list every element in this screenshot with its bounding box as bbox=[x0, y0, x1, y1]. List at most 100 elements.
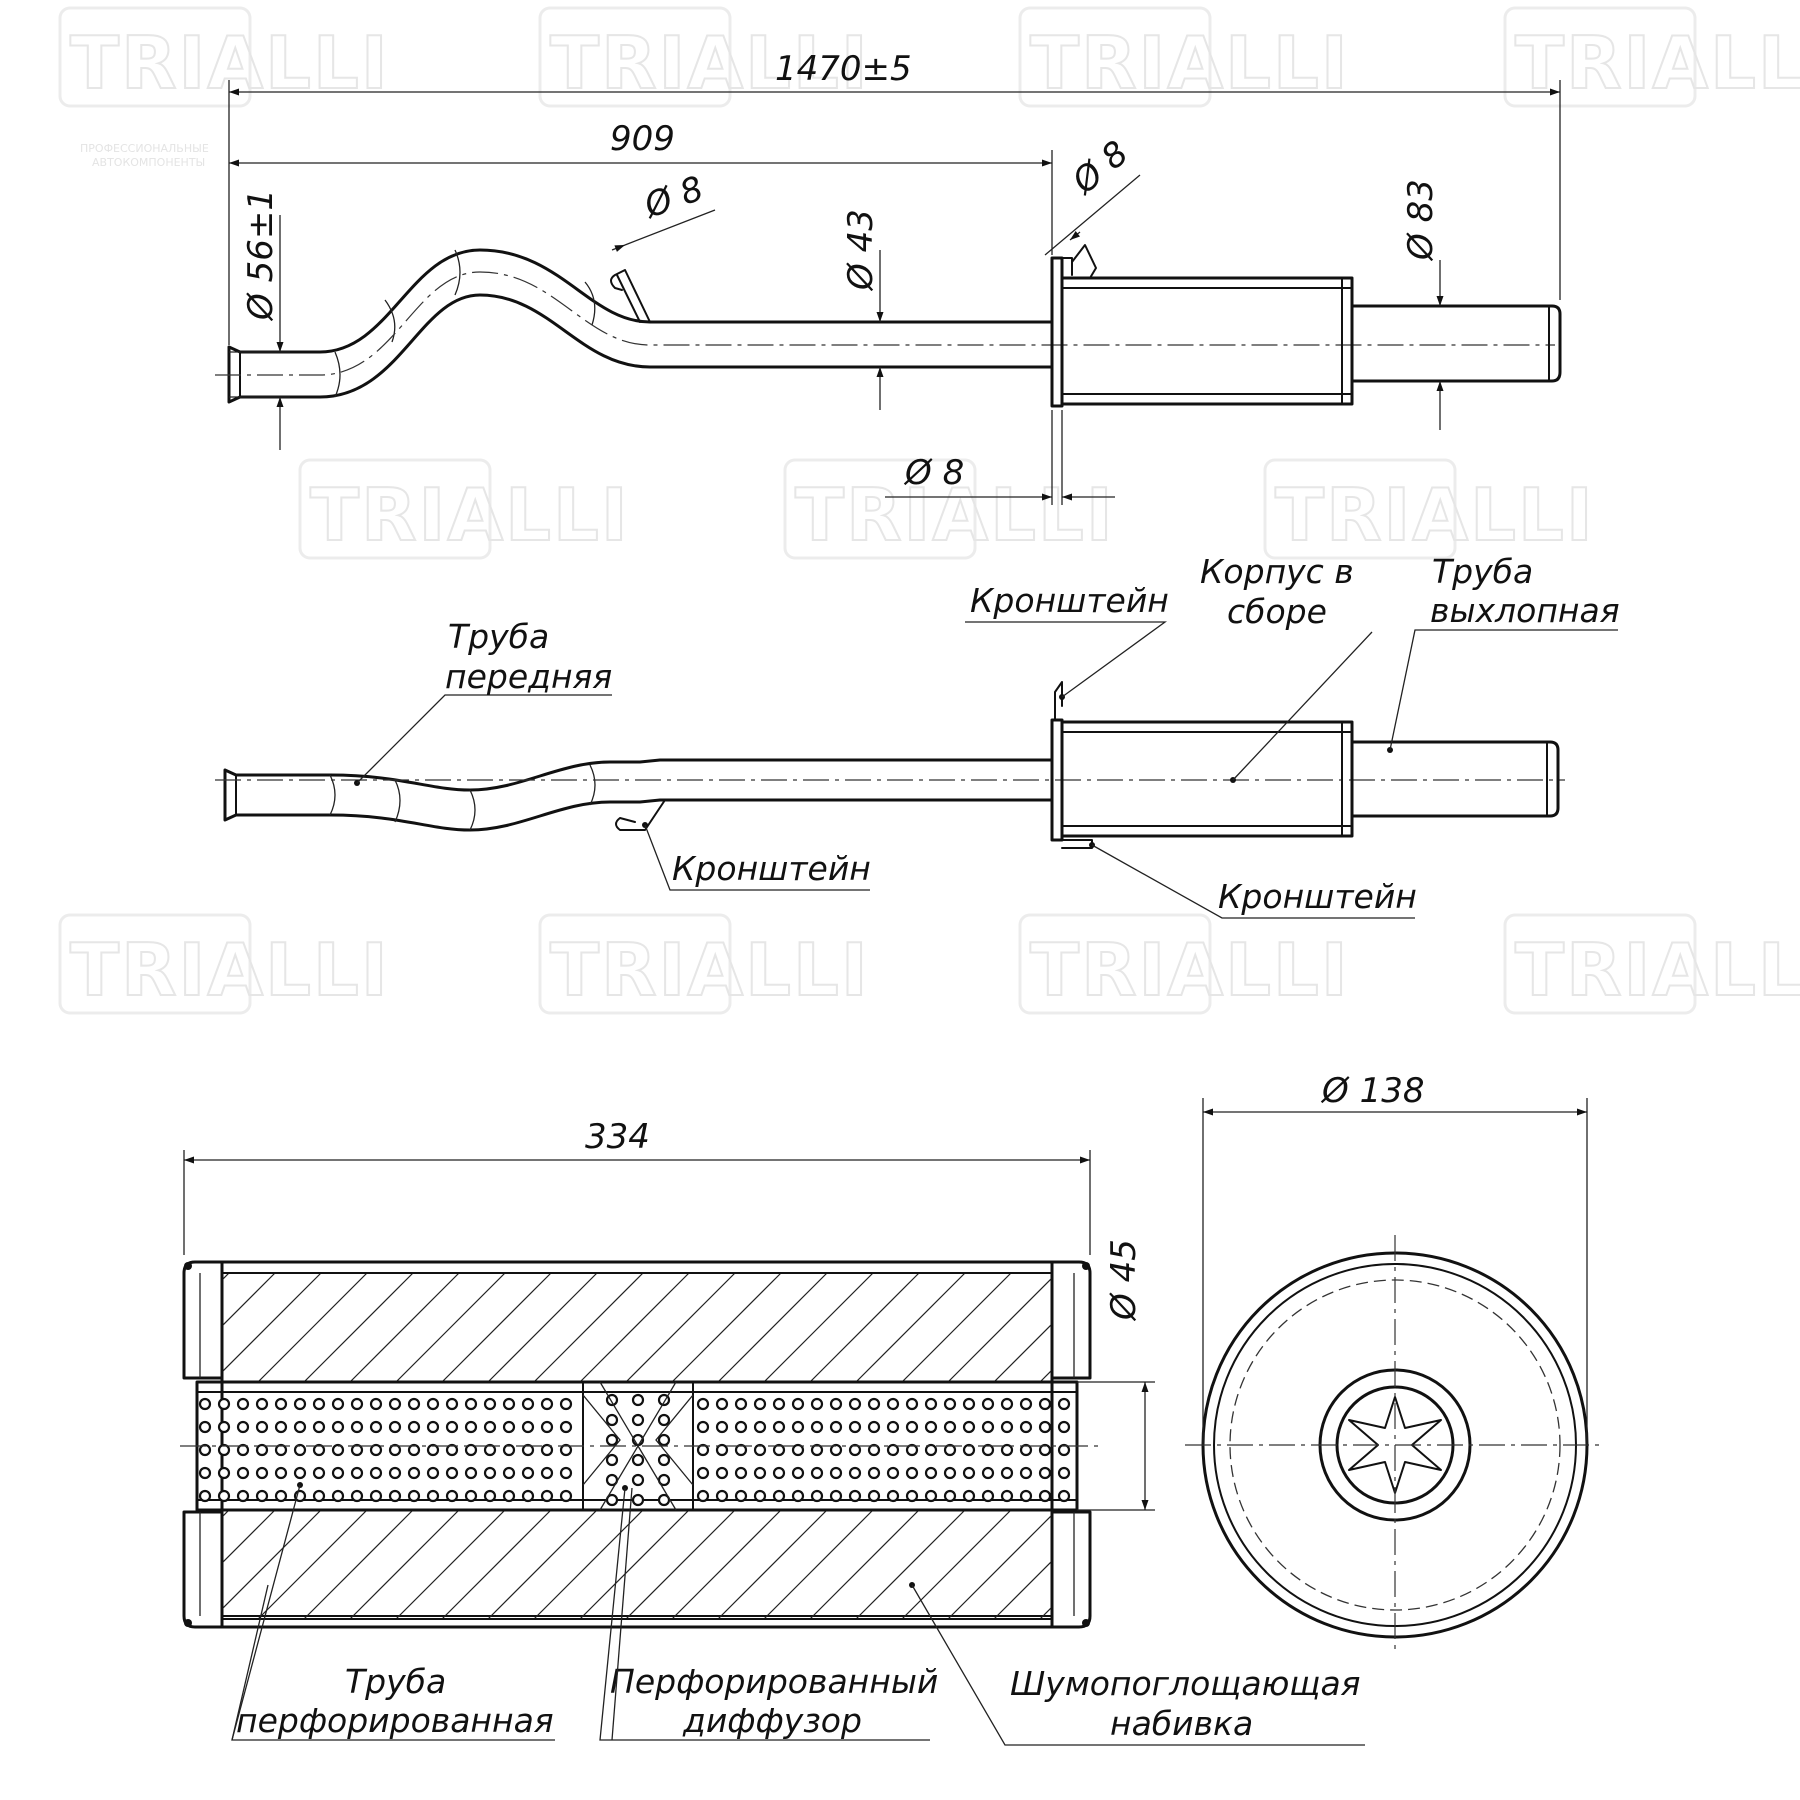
perforation-hole bbox=[1000, 1443, 1014, 1457]
perforation-hole bbox=[331, 1420, 345, 1434]
end-cap-left bbox=[182, 1260, 224, 1380]
perforation-hole bbox=[502, 1443, 516, 1457]
perforation-hole bbox=[1019, 1466, 1033, 1480]
perforation-hole bbox=[312, 1397, 326, 1411]
tail-pipe bbox=[1350, 304, 1562, 383]
label-body-1: Корпус в bbox=[1200, 552, 1354, 591]
perforation-hole bbox=[198, 1420, 212, 1434]
dim-bracket-rod-1: Ø 8 bbox=[638, 169, 709, 228]
perforation-hole bbox=[791, 1443, 805, 1457]
perforation-hole bbox=[753, 1443, 767, 1457]
perforation-hole bbox=[369, 1489, 383, 1503]
perforation-holes bbox=[198, 1393, 1071, 1507]
perforation-hole bbox=[772, 1443, 786, 1457]
perforation-hole bbox=[274, 1489, 288, 1503]
packing-hatch-line bbox=[763, 1273, 874, 1382]
perforation-hole bbox=[810, 1489, 824, 1503]
perforation-hole bbox=[312, 1443, 326, 1457]
label-perf-pipe-1: Труба bbox=[345, 1662, 446, 1701]
perforation-hole bbox=[388, 1443, 402, 1457]
perforation-hole bbox=[559, 1420, 573, 1434]
packing-hatch-line bbox=[222, 1273, 322, 1373]
dim-overall-length: 1470±5 bbox=[775, 49, 912, 89]
watermark-logo: TRIALLI bbox=[538, 913, 869, 1015]
perforation-hole bbox=[867, 1397, 881, 1411]
svg-text:TRIALLI: TRIALLI bbox=[1515, 21, 1800, 105]
perforation-hole bbox=[198, 1397, 212, 1411]
diffuser-hole bbox=[657, 1453, 671, 1467]
packing-hatch-line bbox=[441, 1510, 552, 1619]
perforation-hole bbox=[521, 1466, 535, 1480]
perforation-hole bbox=[772, 1397, 786, 1411]
watermark-logo: TRIALLI bbox=[1503, 913, 1800, 1015]
perforation-hole bbox=[829, 1466, 843, 1480]
perforation-hole bbox=[407, 1443, 421, 1457]
perforation-hole bbox=[1000, 1489, 1014, 1503]
dim-body-length: 334 bbox=[585, 1117, 650, 1157]
perforation-hole bbox=[1057, 1397, 1071, 1411]
perforation-hole bbox=[1038, 1420, 1052, 1434]
perforation-hole bbox=[1000, 1466, 1014, 1480]
dim-bracket-rod-3: Ø 8 bbox=[903, 453, 964, 493]
bracket-front bbox=[610, 269, 651, 323]
perforation-hole bbox=[753, 1489, 767, 1503]
perforation-hole bbox=[829, 1489, 843, 1503]
perforation-hole bbox=[791, 1397, 805, 1411]
perforation-hole bbox=[426, 1397, 440, 1411]
perforation-hole bbox=[407, 1397, 421, 1411]
perforation-hole bbox=[829, 1397, 843, 1411]
perforation-hole bbox=[848, 1420, 862, 1434]
perforation-hole bbox=[1038, 1443, 1052, 1457]
perforation-hole bbox=[350, 1489, 364, 1503]
perforation-hole bbox=[274, 1443, 288, 1457]
perforation-hole bbox=[312, 1489, 326, 1503]
watermark-logo: TRIALLI ПРОФЕССИОНАЛЬНЫЕ АВТОКОМПОНЕНТЫ bbox=[58, 6, 389, 169]
perforation-hole bbox=[1019, 1397, 1033, 1411]
perforation-hole bbox=[350, 1420, 364, 1434]
packing-hatch-line bbox=[533, 1273, 644, 1382]
perforation-hole bbox=[924, 1420, 938, 1434]
perforation-hole bbox=[217, 1443, 231, 1457]
packing-hatch-line bbox=[579, 1273, 690, 1382]
perforation-hole bbox=[540, 1489, 554, 1503]
perforation-hole bbox=[331, 1466, 345, 1480]
perforation-hole bbox=[734, 1397, 748, 1411]
perforation-hole bbox=[715, 1443, 729, 1457]
perforation-hole bbox=[791, 1489, 805, 1503]
perforation-hole bbox=[407, 1489, 421, 1503]
perforation-hole bbox=[521, 1420, 535, 1434]
perforation-hole bbox=[445, 1443, 459, 1457]
side-bracket-top bbox=[1054, 681, 1063, 721]
perforation-hole bbox=[483, 1397, 497, 1411]
packing-hatch-line bbox=[303, 1273, 414, 1382]
label-perf-pipe-2: перфорированная bbox=[236, 1701, 554, 1740]
perforation-hole bbox=[981, 1466, 995, 1480]
packing-hatch-line bbox=[222, 1510, 276, 1564]
perforation-hole bbox=[696, 1466, 710, 1480]
perforation-hole bbox=[350, 1466, 364, 1480]
perforation-hole bbox=[772, 1489, 786, 1503]
label-exhaust-1: Труба bbox=[1432, 552, 1533, 591]
perforation-hole bbox=[464, 1443, 478, 1457]
perforation-hole bbox=[559, 1443, 573, 1457]
perforation-hole bbox=[236, 1420, 250, 1434]
perforation-hole bbox=[426, 1420, 440, 1434]
perforation-hole bbox=[502, 1466, 516, 1480]
perforation-hole bbox=[1057, 1466, 1071, 1480]
perforation-hole bbox=[331, 1397, 345, 1411]
perforation-hole bbox=[1057, 1420, 1071, 1434]
packing-hatch-line bbox=[579, 1510, 690, 1619]
packing-hatch-line bbox=[809, 1510, 920, 1619]
label-front-pipe-1: Труба bbox=[448, 617, 549, 656]
perforation-hole bbox=[886, 1466, 900, 1480]
diffuser-hole bbox=[657, 1493, 671, 1507]
muffler-end-view: Ø 138 bbox=[1185, 1071, 1605, 1655]
perforation-hole bbox=[407, 1420, 421, 1434]
perforation-hole bbox=[1038, 1466, 1052, 1480]
perforation-hole bbox=[274, 1420, 288, 1434]
packing-hatch-line bbox=[441, 1273, 552, 1382]
perforation-hole bbox=[331, 1489, 345, 1503]
perforation-hole bbox=[905, 1489, 919, 1503]
packing-hatch-line bbox=[671, 1510, 782, 1619]
